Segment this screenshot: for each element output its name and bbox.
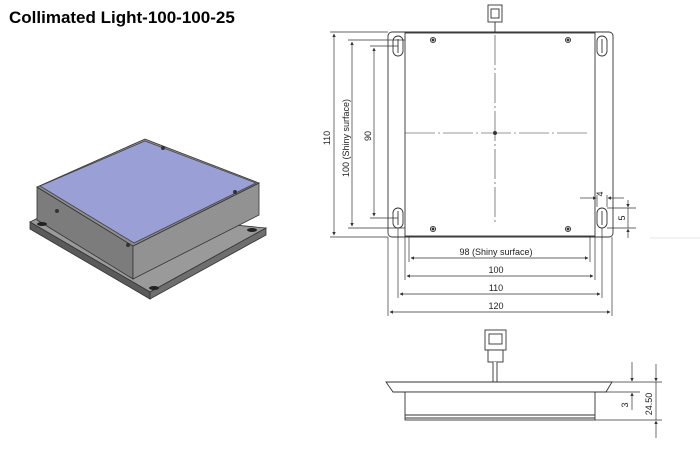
screw-hole	[233, 190, 237, 194]
product-title: Collimated Light-100-100-25	[9, 8, 235, 27]
screw-hole	[126, 243, 130, 247]
dim-24-50: 24.50	[644, 393, 654, 416]
dim-98: 98 (Shiny surface)	[459, 247, 532, 257]
side-view-drawing	[385, 329, 613, 421]
isometric-view	[29, 138, 268, 300]
dim-90-vertical: 90	[363, 131, 373, 141]
screw-hole	[429, 36, 437, 44]
flange-slot	[37, 222, 47, 226]
flange-slot	[247, 228, 257, 232]
screw-hole	[564, 36, 572, 44]
horizontal-dimensions	[387, 228, 613, 316]
dim-110-vertical: 110	[322, 131, 332, 145]
outer-plate	[387, 31, 614, 238]
flange-slot	[149, 286, 159, 290]
dim-100: 100	[488, 265, 503, 275]
flange-front-right	[149, 227, 267, 300]
vertical-dimensions	[330, 31, 405, 238]
screw-hole	[564, 225, 572, 233]
dim-120: 120	[488, 301, 503, 311]
inner-body	[404, 32, 596, 237]
side-body	[404, 391, 596, 421]
dim-110: 110	[489, 283, 503, 293]
screw-hole	[429, 225, 437, 233]
dim-100-vertical: 100 (Shiny surface)	[341, 99, 351, 177]
dim-4: 4	[595, 191, 605, 196]
dim-3: 3	[620, 402, 630, 407]
shiny-top-face	[39, 140, 258, 244]
side-dimensions	[595, 362, 662, 438]
slot-dimensions	[580, 195, 700, 239]
dim-5: 5	[617, 215, 627, 220]
screw-hole	[161, 146, 165, 150]
top-view-drawing	[387, 4, 614, 238]
screw-hole	[55, 209, 59, 213]
side-flange	[385, 381, 613, 393]
